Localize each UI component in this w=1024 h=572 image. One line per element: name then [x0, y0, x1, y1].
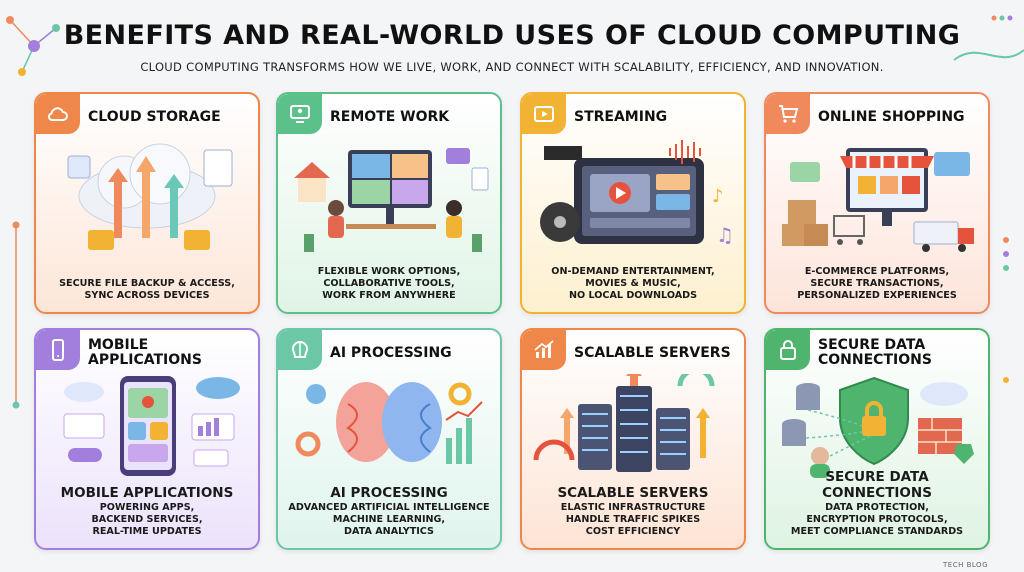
play-icon — [522, 94, 566, 134]
network-decoration-icon — [6, 16, 60, 76]
card-scalable-servers[interactable]: SCALABLE SERVERS SCALABLE SERVERS ELASTI… — [520, 328, 746, 550]
footer-brand-tag: TECH BLOG — [943, 561, 988, 569]
page-subtitle: CLOUD COMPUTING TRANSFORMS HOW WE LIVE, … — [140, 60, 884, 74]
brain-icon — [278, 330, 322, 370]
card-streaming[interactable]: STREAMING ♪ ♫ ON-DEMAND ENTERTAINMENT, M… — [520, 92, 746, 314]
card-description: MOBILE APPLICATIONS POWERING APPS, BACKE… — [60, 485, 234, 537]
secure-data-connections-illustration — [782, 376, 974, 478]
card-online-shopping[interactable]: ONLINE SHOPPING E-COMMERCE PLATFORMS, SE… — [764, 92, 990, 314]
wave-decoration-icon — [953, 15, 1024, 61]
card-description: SCALABLE SERVERS ELASTIC INFRASTRUCTURE … — [557, 485, 709, 537]
card-mobile-applications[interactable]: MOBILE APPLICATIONS MOBILE APPLICATIONS … — [34, 328, 260, 550]
card-title: STREAMING — [574, 108, 668, 125]
streaming-illustration: ♪ ♫ — [540, 140, 734, 247]
card-description: SECURE DATA CONNECTIONS DATA PROTECTION,… — [790, 469, 964, 537]
online-shopping-illustration — [782, 148, 974, 252]
card-title: AI PROCESSING — [330, 344, 452, 361]
card-title: SCALABLE SERVERS — [574, 344, 731, 361]
card-ai-processing[interactable]: AI PROCESSING AI PROCESSING ADVANCED ART… — [276, 328, 502, 550]
card-title: CLOUD STORAGE — [88, 108, 221, 125]
card-description: E-COMMERCE PLATFORMS, SECURE TRANSACTION… — [797, 266, 957, 301]
card-title: MOBILE APPLICATIONS — [88, 337, 202, 368]
remote-work-illustration — [294, 148, 489, 252]
phone-icon — [36, 330, 80, 370]
scalable-servers-illustration — [533, 374, 715, 472]
cart-icon — [766, 94, 810, 134]
card-description: AI PROCESSING ADVANCED ARTIFICIAL INTELL… — [288, 485, 490, 537]
card-description: ON-DEMAND ENTERTAINMENT, MOVIES & MUSIC,… — [551, 266, 715, 301]
svg-text:♪: ♪ — [712, 186, 724, 207]
card-title: REMOTE WORK — [330, 108, 450, 125]
svg-text:♫: ♫ — [716, 223, 734, 247]
card-description: FLEXIBLE WORK OPTIONS, COLLABORATIVE TOO… — [317, 266, 461, 301]
side-dots-decoration-icon — [1003, 237, 1009, 383]
cloud-icon — [36, 94, 80, 134]
card-description: SECURE FILE BACKUP & ACCESS, SYNC ACROSS… — [59, 278, 235, 301]
card-secure-data-connections[interactable]: SECURE DATA CONNECTIONS SECURE DATA CONN… — [764, 328, 990, 550]
mobile-applications-illustration — [63, 376, 240, 476]
page-title: BENEFITS AND REAL-WORLD USES OF CLOUD CO… — [63, 20, 961, 51]
cloud-storage-illustration — [67, 143, 233, 250]
card-remote-work[interactable]: REMOTE WORK FLEXIBLE WORK OPTIONS, COLLA… — [276, 92, 502, 314]
growth-chart-icon — [522, 330, 566, 370]
card-cloud-storage[interactable]: CLOUD STORAGE SECURE FILE BACKUP & ACCES… — [34, 92, 260, 314]
card-title: SECURE DATA CONNECTIONS — [818, 337, 932, 368]
ai-processing-illustration — [295, 382, 483, 464]
side-line-decoration-icon — [12, 221, 20, 409]
lock-icon — [766, 330, 810, 370]
remote-work-icon — [278, 94, 322, 134]
card-title: ONLINE SHOPPING — [818, 108, 965, 125]
